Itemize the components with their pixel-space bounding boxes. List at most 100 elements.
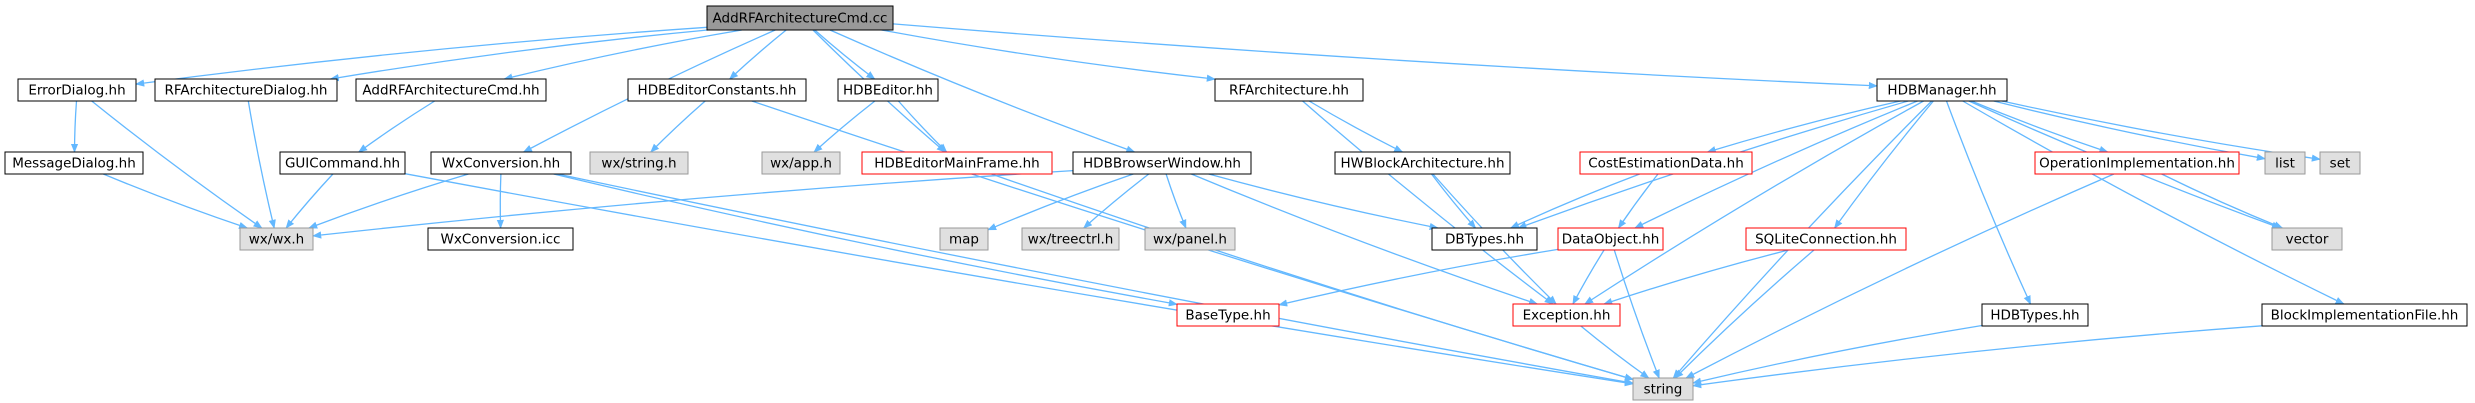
node-set: set [2319, 151, 2361, 175]
node-box [2034, 151, 2240, 175]
edge-HDBBrowserWindow-to-wxtreectrl [1083, 173, 1150, 229]
node-label: SQLiteConnection.hh [1755, 232, 1897, 248]
node-DBTypes[interactable]: DBTypes.hh [1431, 227, 1538, 251]
node-box [939, 227, 989, 251]
node-SQLiteConnection[interactable]: SQLiteConnection.hh [1745, 227, 1907, 251]
node-box [1144, 227, 1236, 251]
node-label: AddRFArchitectureCmd.hh [362, 83, 539, 99]
node-HWBlockArch[interactable]: HWBlockArchitecture.hh [1334, 151, 1511, 175]
node-WxConversionIcc[interactable]: WxConversion.icc [427, 227, 574, 251]
node-box [1512, 303, 1621, 327]
node-label: wx/treectrl.h [1028, 232, 1114, 248]
node-label: wx/wx.h [249, 232, 304, 248]
edge-HDBManager-to-CostEstimationData [1706, 100, 1901, 154]
edge-root-to-HDBBrowserWindow [829, 29, 1136, 153]
node-box [1876, 78, 2008, 102]
node-ErrorDialog[interactable]: ErrorDialog.hh [17, 78, 137, 102]
edge-ErrorDialog-to-MessageDialog [70, 100, 79, 153]
node-box [1981, 303, 2089, 327]
edge-root-to-RFArchDialog [329, 29, 708, 82]
node-MessageDialog[interactable]: MessageDialog.hh [4, 151, 144, 175]
node-wxapp: wx/app.h [761, 151, 841, 175]
node-wxtreectrl: wx/treectrl.h [1021, 227, 1120, 251]
node-WxConversion[interactable]: WxConversion.hh [430, 151, 572, 175]
node-HDBEditorMainFrame[interactable]: HDBEditorMainFrame.hh [861, 151, 1053, 175]
node-box [2319, 151, 2361, 175]
edge-HDBEditorConstants-to-wxstring [650, 100, 706, 153]
edge-root-to-HDBEditor [814, 29, 876, 80]
node-list: list [2264, 151, 2306, 175]
node-label: GUICommand.hh [285, 156, 400, 172]
node-box [837, 78, 939, 102]
node-label: wx/string.h [601, 156, 676, 172]
node-label: WxConversion.hh [442, 156, 560, 172]
edge-AddRFCmd-to-GUICommand [358, 100, 436, 153]
node-label: DBTypes.hh [1445, 232, 1524, 248]
node-HDBEditor[interactable]: HDBEditor.hh [837, 78, 939, 102]
edge-WxConversion-to-wxwx [308, 173, 469, 229]
node-HDBTypes[interactable]: HDBTypes.hh [1981, 303, 2089, 327]
edge-RFArch-to-Exception [1302, 100, 1554, 305]
edge-OperationImpl-to-string [1685, 173, 2115, 379]
node-CostEstimationData[interactable]: CostEstimationData.hh [1579, 151, 1753, 175]
node-box [761, 151, 841, 175]
node-box [427, 227, 574, 251]
edge-HDBManager-to-OperationImpl [1971, 100, 2109, 153]
edge-ErrorDialog-to-wxwx [91, 100, 263, 229]
node-OperationImpl[interactable]: OperationImplementation.hh [2034, 151, 2240, 175]
node-box [430, 151, 572, 175]
edge-root-to-ErrorDialog [135, 26, 708, 87]
edge-root-to-AddRFCmd [503, 29, 742, 81]
node-string: string [1632, 377, 1694, 401]
node-box [2261, 303, 2468, 327]
edge-BlockImplFile-to-string [1692, 325, 2263, 389]
node-BaseType[interactable]: BaseType.hh [1176, 303, 1280, 327]
node-label: DataObject.hh [1562, 232, 1660, 248]
node-box [154, 78, 338, 102]
edge-HDBBrowserWindow-to-wxpanel [1165, 173, 1187, 229]
edge-WxConversion-to-BaseType [553, 173, 1178, 307]
node-root[interactable]: AddRFArchitectureCmd.cc [706, 5, 894, 31]
node-label: RFArchitecture.hh [1229, 83, 1349, 99]
edge-CostEstimationData-to-DBTypes [1509, 173, 1640, 229]
node-label: WxConversion.icc [441, 232, 561, 248]
node-box [706, 5, 894, 31]
node-HDBEditorConstants[interactable]: HDBEditorConstants.hh [627, 78, 807, 102]
node-box [17, 78, 137, 102]
node-box [1021, 227, 1120, 251]
edge-HDBManager-to-DataObject [1634, 100, 1918, 229]
node-box [861, 151, 1053, 175]
node-Exception[interactable]: Exception.hh [1512, 303, 1621, 327]
node-DataObject[interactable]: DataObject.hh [1557, 227, 1664, 251]
edge-RFArchDialog-to-wxwx [247, 100, 276, 229]
edge-HDBTypes-to-string [1692, 324, 1983, 385]
edge-root-to-HDBManager [892, 23, 1878, 90]
edge-SQLiteConnection-to-string [1674, 249, 1815, 379]
edge-HDBBrowserWindow-to-map [987, 173, 1134, 231]
node-BlockImplFile[interactable]: BlockImplementationFile.hh [2261, 303, 2468, 327]
node-wxpanel: wx/panel.h [1144, 227, 1236, 251]
node-label: RFArchitectureDialog.hh [165, 83, 328, 99]
node-GUICommand[interactable]: GUICommand.hh [279, 151, 406, 175]
node-label: set [2330, 156, 2351, 172]
node-label: HDBEditor.hh [843, 83, 933, 99]
dependency-edges [70, 23, 2345, 389]
edge-OperationImpl-to-vector [2161, 173, 2284, 229]
edge-DataObject-to-string [1613, 249, 1660, 379]
node-label: string [1644, 382, 1683, 398]
node-HDBManager[interactable]: HDBManager.hh [1876, 78, 2008, 102]
node-HDBBrowserWindow[interactable]: HDBBrowserWindow.hh [1072, 151, 1252, 175]
node-box [1557, 227, 1664, 251]
node-label: OperationImplementation.hh [2039, 156, 2235, 172]
node-label: vector [2286, 232, 2329, 248]
node-box [2271, 227, 2343, 251]
node-RFArch[interactable]: RFArchitecture.hh [1214, 78, 1364, 102]
node-box [355, 78, 547, 102]
edge-root-to-HDBEditorConstants [729, 29, 787, 80]
node-label: wx/app.h [770, 156, 832, 172]
node-AddRFCmd[interactable]: AddRFArchitectureCmd.hh [355, 78, 547, 102]
node-vector: vector [2271, 227, 2343, 251]
node-box [4, 151, 144, 175]
node-box [589, 151, 689, 175]
node-RFArchDialog[interactable]: RFArchitectureDialog.hh [154, 78, 338, 102]
